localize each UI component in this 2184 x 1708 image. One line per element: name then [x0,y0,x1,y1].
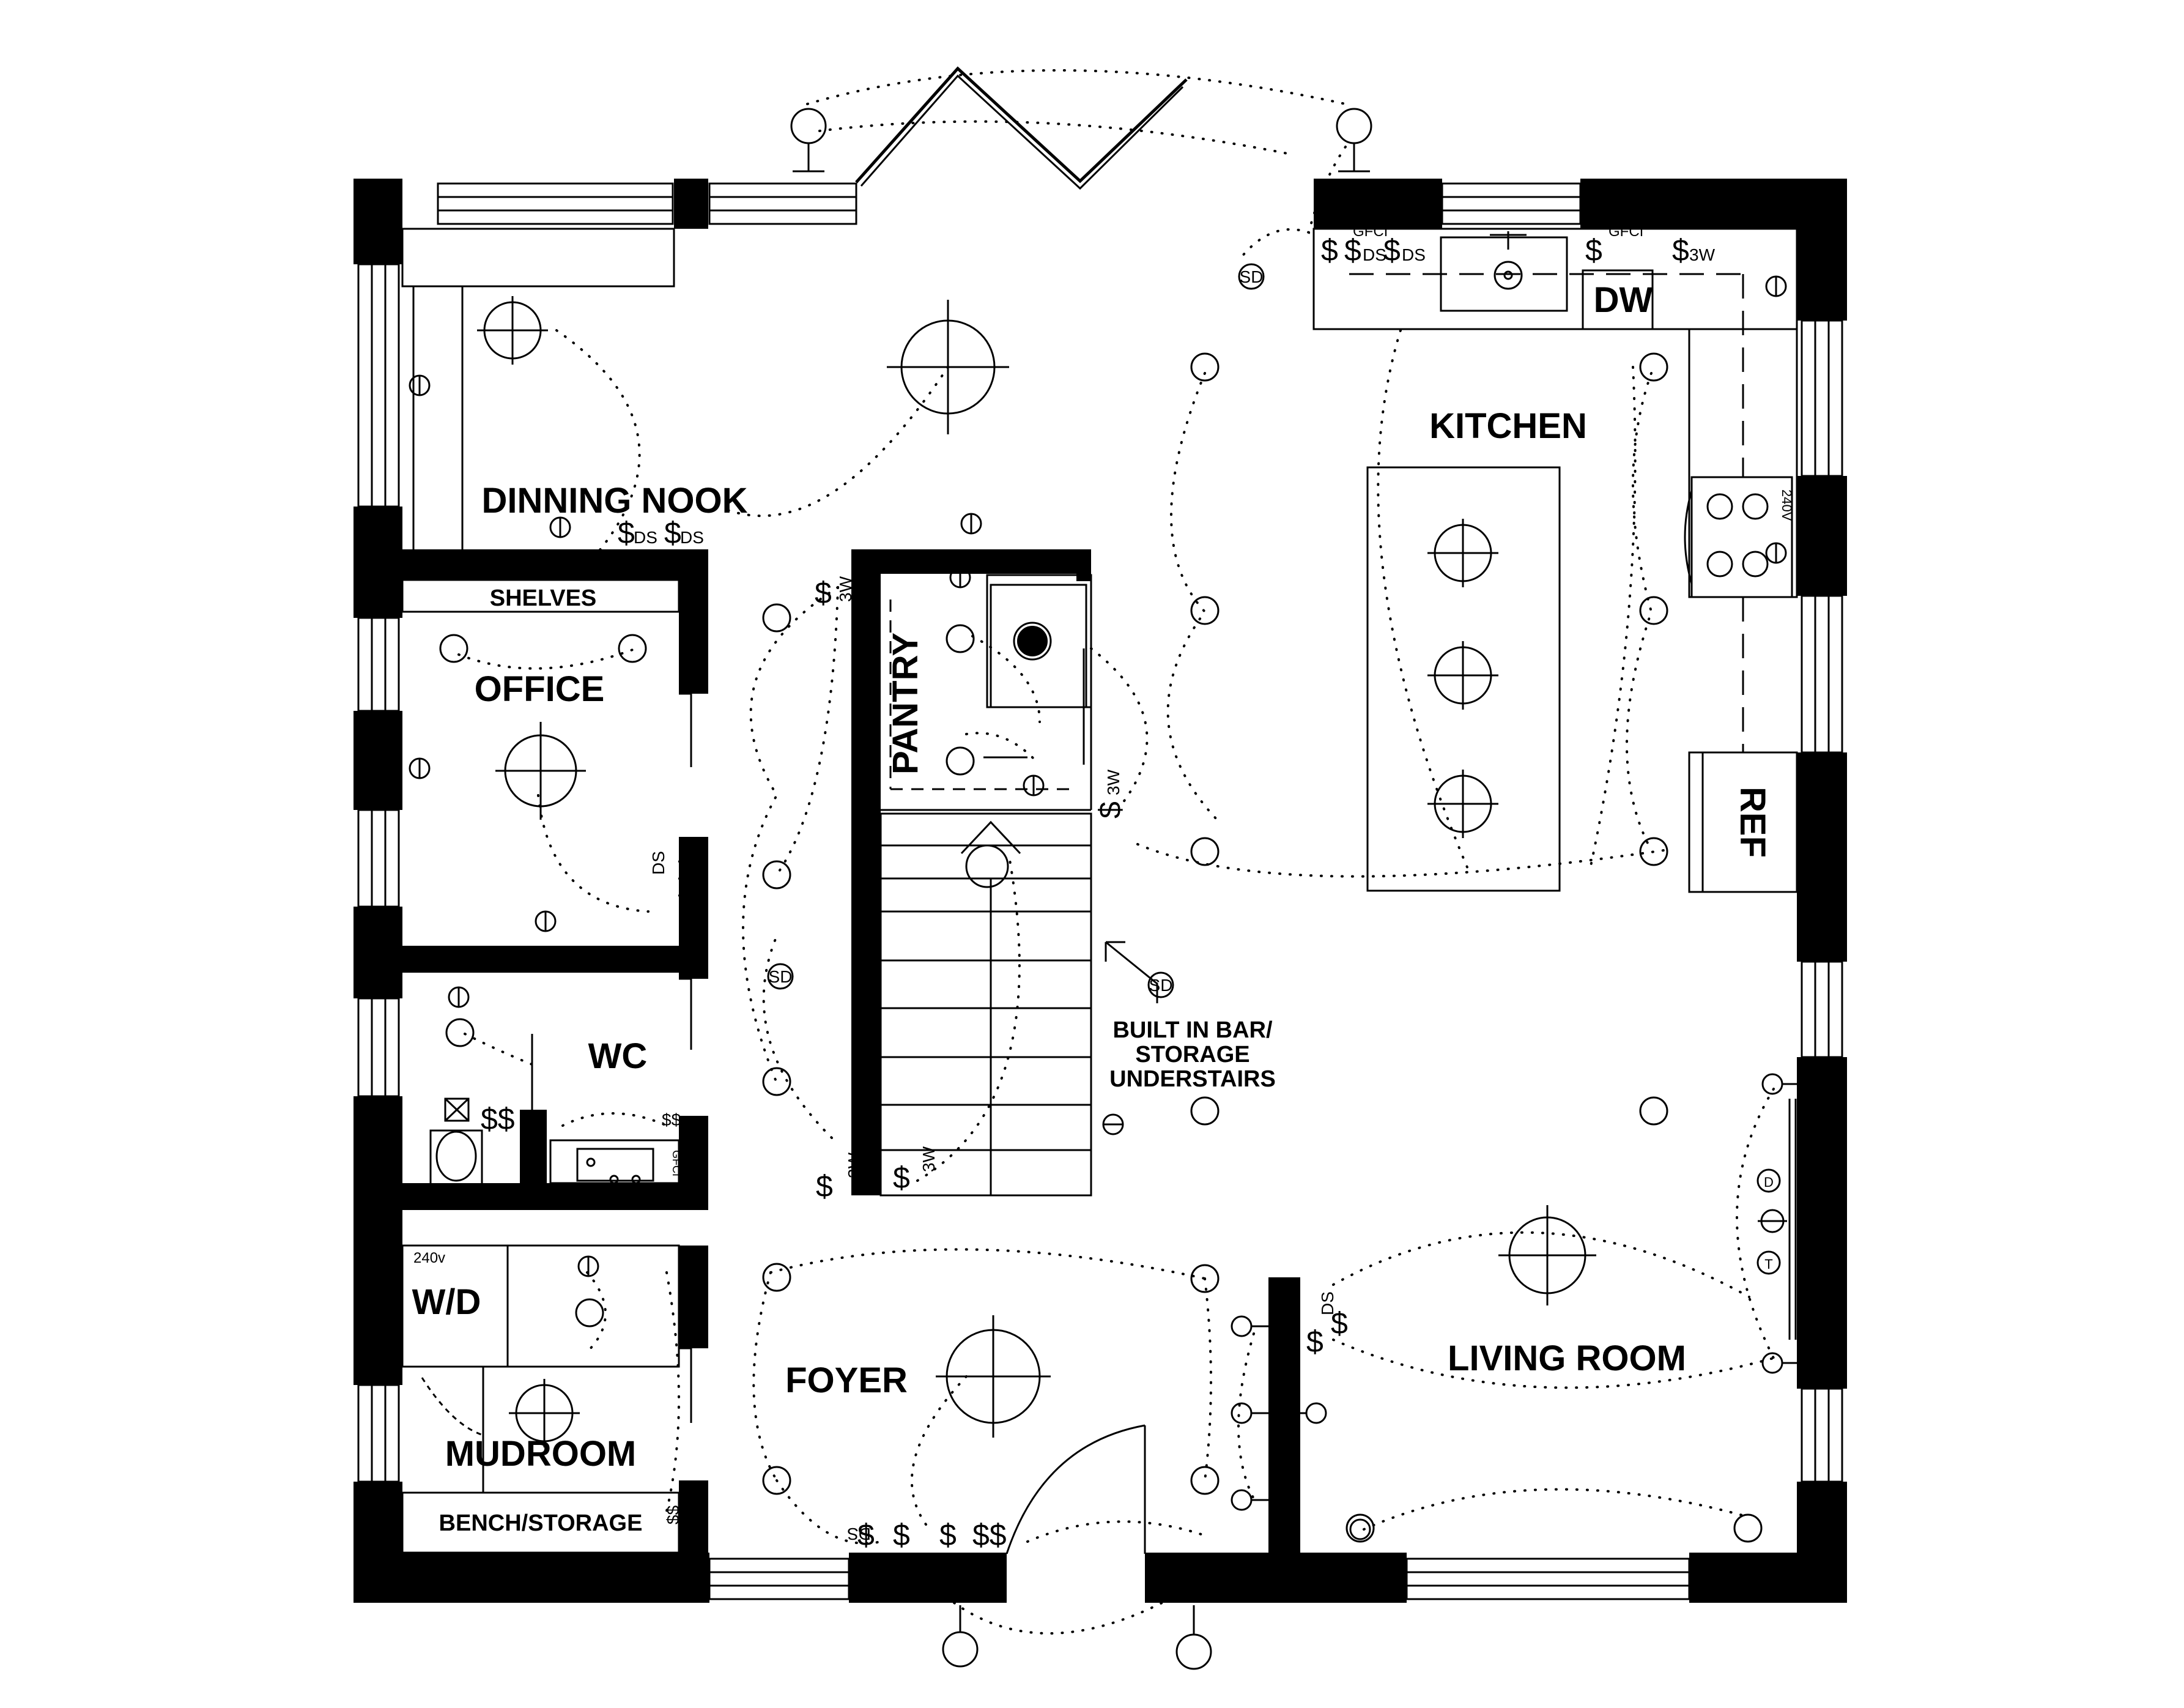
svg-text:DS: DS [680,528,704,547]
svg-text:$: $ [815,576,832,610]
label-dw: DW [1594,280,1653,320]
room-label-wc: WC [588,1036,648,1076]
room-label-shelves: SHELVES [490,585,597,611]
room-label-living-room: LIVING ROOM [1448,1339,1686,1378]
recessed-lights [439,352,1763,1543]
nook-light-fixture [477,296,548,365]
wc-fixtures [429,1097,680,1195]
note-built-in-bar-1: BUILT IN BAR/ [1112,1017,1272,1043]
windows [357,182,1843,1600]
svg-text:3W: 3W [1104,769,1123,795]
svg-text:3W: 3W [836,576,855,602]
gfci-tag: GFCI [670,1150,683,1176]
svg-text:$$: $$ [664,1505,683,1524]
switch-symbols: $ DS $ DS $ 3W $ $ DS $ DS $ $ 3W $ 3W $… [481,233,1716,1552]
svg-text:$: $ [857,1518,875,1552]
svg-text:$$: $$ [481,1102,515,1136]
kitchen-casework [1312,228,1798,893]
island-pendant-1 [1427,519,1498,587]
svg-text:$: $ [893,1518,910,1552]
svg-text:$: $ [1093,801,1127,819]
stair-light-fixture [965,844,1009,888]
room-label-bench-storage: BENCH/STORAGE [439,1510,643,1536]
svg-text:DS: DS [649,851,668,875]
svg-text:3W: 3W [919,1146,938,1172]
svg-text:$: $ [893,1160,910,1195]
dimmer-tag: D [1764,1175,1774,1190]
mudroom-light-fixture [509,1379,580,1447]
svg-text:$: $ [1585,233,1602,267]
room-label-wd: W/D [412,1282,481,1322]
partitions [401,228,1092,1554]
floor-drain-icon [1017,626,1048,656]
room-label-dinning-nook: DINNING NOOK [482,481,748,521]
svg-text:$: $ [1331,1306,1348,1340]
note-built-in-bar-2: STORAGE [1135,1042,1249,1068]
gfci-tag: GFCI [1608,223,1643,240]
svg-text:DS: DS [1363,245,1386,264]
svg-text:$: $ [1344,233,1361,267]
sd-tag: SD [769,967,793,986]
svg-text:$$$: $$$ [673,853,708,904]
smoke-detectors [767,263,1265,998]
svg-text:$: $ [618,516,635,550]
media-wall [1756,1099,1797,1340]
exterior-lights [790,108,1372,1670]
voltage-tag: 240v [413,1250,445,1266]
gfci-tag: GFCI [1353,223,1388,240]
living-light-fixture [1498,1205,1596,1305]
label-ref: REF [1733,787,1772,858]
exterior-walls [354,179,1847,1603]
svg-text:DS: DS [634,528,657,547]
room-label-office: OFFICE [475,669,605,709]
sd-tag: SD [1240,267,1264,286]
svg-text:$: $ [1306,1324,1323,1359]
room-label-mudroom: MUDROOM [445,1434,637,1474]
svg-text:DS: DS [847,1524,871,1543]
svg-text:DS: DS [1402,245,1426,264]
bifold-door [855,66,1188,184]
wall-sconces [409,275,1797,1540]
svg-text:$: $ [1383,233,1401,267]
svg-text:$: $ [816,1169,833,1203]
thermostat-tag: T [1764,1257,1772,1272]
note-built-in-bar-3: UNDERSTAIRS [1109,1066,1276,1092]
interior-walls [402,549,1300,1554]
island-pendant-2 [1427,641,1498,710]
svg-text:3W: 3W [845,1152,864,1178]
room-label-kitchen: KITCHEN [1429,406,1587,446]
island-pendant-3 [1427,770,1498,838]
room-label-foyer: FOYER [785,1361,908,1400]
svg-text:$: $ [1321,233,1338,267]
svg-text:$: $ [664,516,681,550]
foyer-light-fixture [936,1315,1051,1438]
svg-text:$$: $$ [662,1110,681,1129]
room-label-pantry: PANTRY [886,633,925,774]
svg-text:DS: DS [1318,1291,1337,1315]
svg-text:$: $ [1672,233,1689,267]
office-light-fixture [495,722,586,820]
voltage-tag: 240V [1779,489,1794,521]
svg-text:$$: $$ [972,1518,1007,1552]
dining-light-fixture [887,300,1009,434]
ceiling-fixtures-large [477,296,1596,1447]
sd-tag: SD [1149,976,1173,995]
svg-text:$: $ [939,1518,957,1552]
svg-text:3W: 3W [1689,245,1716,264]
front-door [1005,1424,1146,1554]
wiring [457,69,1775,1635]
